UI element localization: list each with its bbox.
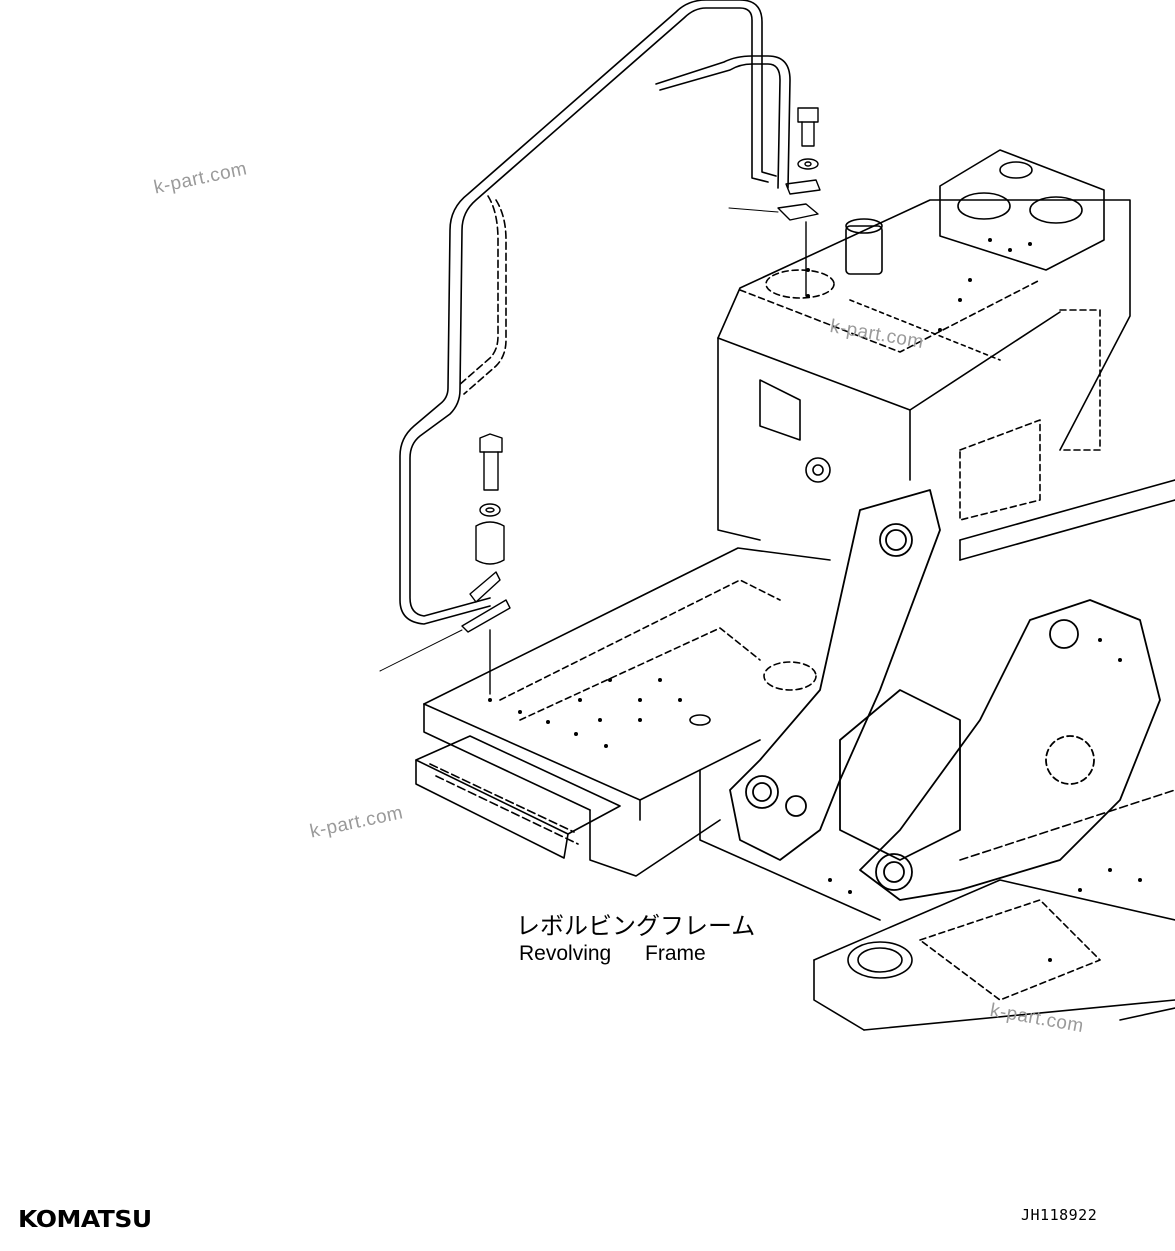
handrail: [399, 0, 791, 625]
tank-block: [717, 149, 1131, 541]
revolving-frame: [415, 479, 1175, 921]
caption-english: Revolving Frame: [519, 942, 706, 965]
lower-mounting-hardware: [379, 433, 511, 695]
drawing-number: JH118922: [1021, 1206, 1098, 1224]
caption-japanese: レボルビングフレーム: [516, 912, 756, 940]
bolt-holes: [488, 238, 1142, 962]
boom-brackets: [729, 489, 1161, 901]
komatsu-logo: KOMATSU: [18, 1206, 152, 1233]
upper-mounting-hardware: [728, 107, 821, 297]
lower-right-frame: [813, 879, 1175, 1031]
